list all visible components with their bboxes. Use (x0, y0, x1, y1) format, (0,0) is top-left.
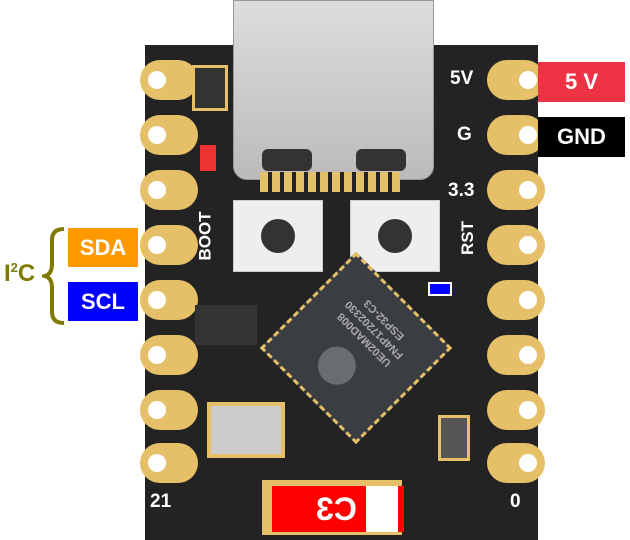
pin-right-5 (487, 280, 545, 320)
led-blue (428, 282, 452, 296)
pin-left-21 (140, 443, 198, 483)
inductor (438, 415, 470, 461)
silk-rst: RST (458, 221, 477, 255)
pin-right-5v (487, 60, 545, 100)
label-gnd: GND (538, 117, 625, 157)
pin-right-gnd (487, 115, 545, 155)
silk-0: 0 (510, 491, 521, 512)
pin-left-6 (140, 335, 198, 375)
pin-right-0 (487, 443, 545, 483)
silk-g: G (457, 124, 472, 145)
pin-left-scl (140, 280, 198, 320)
pin-left-sda (140, 225, 198, 265)
usb-pads (260, 172, 400, 192)
label-5v: 5 V (538, 62, 625, 102)
i2c-group-label: I2C (4, 260, 36, 287)
silk-boot: BOOT (195, 211, 215, 261)
label-sda: SDA (68, 228, 138, 267)
regulator (195, 305, 257, 345)
led-red (200, 145, 216, 171)
pin-right-7 (487, 390, 545, 430)
pin-left-1 (140, 60, 198, 100)
usb-c-connector (233, 0, 434, 180)
pin-left-2 (140, 115, 198, 155)
c3-logo: C3 (272, 486, 404, 532)
pin-right-3v3 (487, 170, 545, 210)
label-scl: SCL (68, 282, 138, 321)
silk-21: 21 (150, 491, 172, 512)
crystal (207, 402, 285, 458)
pin-right-4 (487, 225, 545, 265)
diode (192, 65, 228, 111)
pin-left-3 (140, 170, 198, 210)
pin-right-6 (487, 335, 545, 375)
silk-3v3: 3.3 (448, 180, 475, 201)
boot-button[interactable] (233, 200, 323, 272)
espressif-logo-icon (310, 338, 364, 393)
c3-logo-text: C3 (316, 490, 357, 527)
silk-5v: 5V (450, 68, 474, 89)
pin-left-7 (140, 390, 198, 430)
i2c-brace-icon (42, 227, 65, 325)
